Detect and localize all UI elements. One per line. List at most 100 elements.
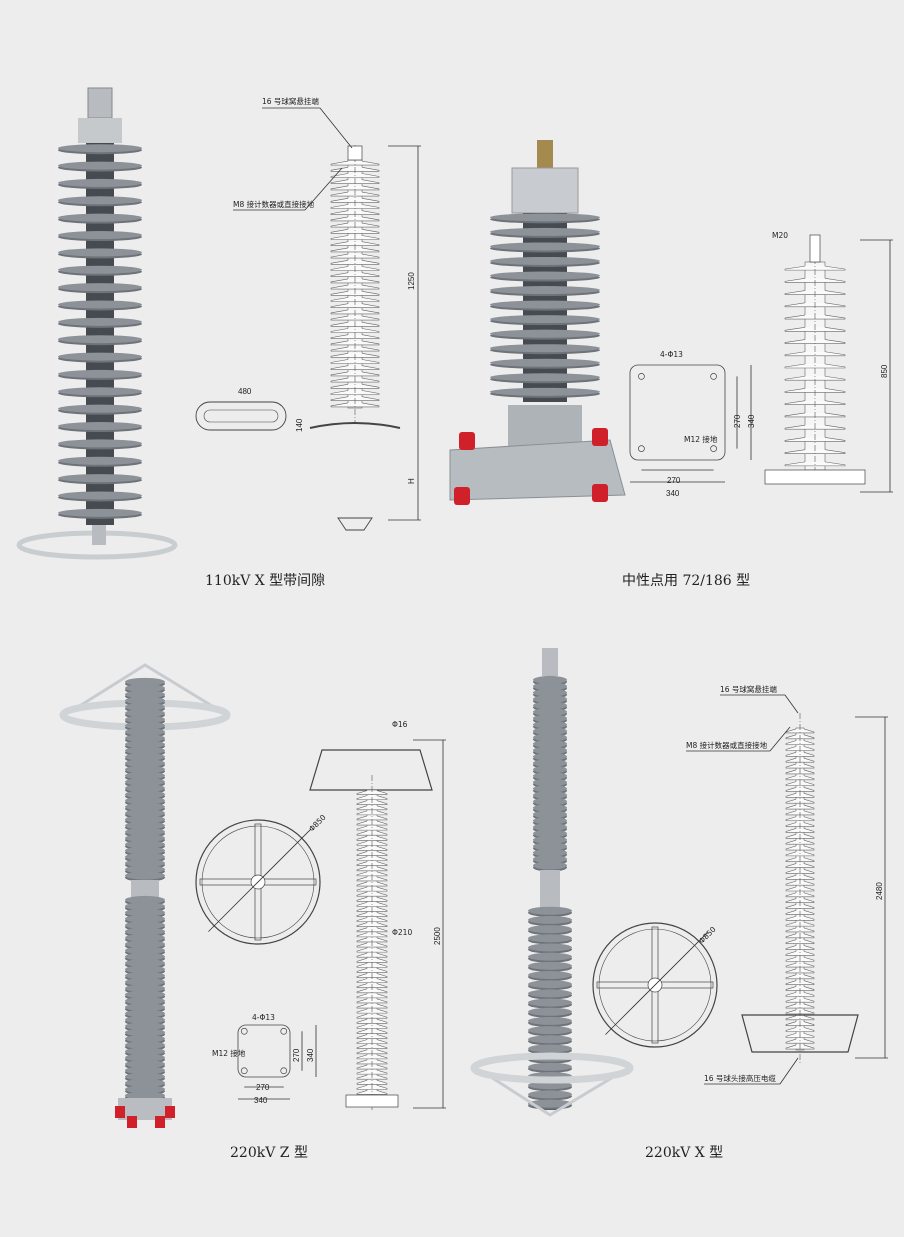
shed	[125, 765, 165, 774]
shed	[125, 1060, 165, 1069]
shed	[125, 727, 165, 736]
shed	[125, 1003, 165, 1012]
shed	[533, 861, 567, 870]
insulating-foot	[115, 1106, 125, 1118]
shed	[125, 871, 165, 880]
shed	[125, 815, 165, 824]
grading-ring-plan-inner	[201, 825, 315, 939]
shed	[528, 980, 572, 989]
shed	[533, 842, 567, 851]
drawing-shed	[784, 351, 846, 357]
shed	[490, 329, 600, 338]
drawing-shed	[356, 846, 388, 851]
shed	[125, 802, 165, 811]
dim-height: 850	[880, 364, 889, 378]
bottom-fitting	[92, 525, 106, 545]
panel-110kv-x: 16 号球窝悬挂端 M8 接计数器或直接接地 1250 480 140 H 11…	[205, 96, 416, 589]
shed	[125, 1091, 165, 1100]
shed	[490, 358, 600, 367]
drawing-shed	[330, 260, 380, 265]
caption-110kv-x: 110kV X 型带间隙	[205, 573, 325, 589]
shed	[58, 335, 142, 344]
drawing-shed	[356, 1044, 388, 1050]
shed	[125, 865, 165, 874]
shed	[58, 283, 142, 292]
insulating-foot	[592, 484, 608, 502]
shed	[533, 739, 567, 748]
grading-ring-strut	[479, 1068, 626, 1117]
base-plate	[449, 439, 626, 501]
shed	[125, 965, 165, 974]
drawing-shed	[785, 1038, 815, 1044]
shed	[533, 823, 567, 832]
drawing-shed	[330, 216, 380, 222]
insulating-foot	[454, 487, 470, 505]
shed	[125, 933, 165, 942]
label-ground: M8 接计数器或直接接地	[233, 199, 315, 209]
mounting-hole	[638, 445, 645, 452]
shed	[125, 734, 165, 743]
shed	[528, 1007, 572, 1016]
top-cap	[511, 167, 579, 214]
shed	[125, 777, 165, 786]
shed	[125, 840, 165, 849]
shed	[533, 855, 567, 864]
shed	[125, 709, 165, 718]
shed	[58, 300, 142, 309]
shed	[533, 733, 567, 742]
shed	[528, 998, 572, 1007]
drawing-shed	[356, 978, 388, 983]
drawing-shed	[784, 461, 846, 467]
drawing-shed	[785, 740, 815, 745]
shed	[528, 934, 572, 943]
shed	[125, 1034, 165, 1043]
drawing-shed	[785, 915, 815, 921]
shed	[125, 752, 165, 761]
shed	[490, 227, 600, 236]
dim-outer-w: 340	[254, 1096, 268, 1105]
dim-height: 2500	[433, 927, 442, 945]
shed	[125, 940, 165, 949]
dim-depth: 140	[295, 418, 304, 432]
gap-electrode	[309, 422, 401, 429]
shed	[125, 1015, 165, 1024]
dim-inner-h: 270	[292, 1048, 301, 1062]
shed	[528, 1026, 572, 1035]
shed	[533, 810, 567, 819]
top-fitting	[542, 648, 558, 676]
base-drawing	[764, 469, 866, 485]
insulating-foot	[459, 432, 475, 450]
mounting-hole	[280, 1027, 288, 1035]
shed	[125, 821, 165, 830]
shed	[125, 952, 165, 961]
dim-outer-h: 340	[306, 1048, 315, 1062]
shed	[58, 231, 142, 240]
grading-ring-drawing	[741, 1014, 859, 1053]
shed	[125, 927, 165, 936]
shed	[125, 852, 165, 861]
shed	[528, 925, 572, 934]
drawing-shed	[356, 912, 388, 917]
drawing-shed	[356, 891, 388, 897]
base	[118, 1098, 172, 1120]
shed	[533, 797, 567, 806]
shed	[533, 791, 567, 800]
drawing-shed	[785, 828, 815, 833]
shed	[533, 695, 567, 704]
label-holes: 4-Φ13	[252, 1013, 275, 1022]
insulating-foot	[165, 1106, 175, 1118]
shed	[58, 508, 142, 517]
label-holes: 4-Φ13	[660, 350, 683, 359]
shed	[125, 677, 165, 686]
shed	[125, 690, 165, 699]
top-flange	[78, 118, 122, 143]
bottom-cup	[337, 517, 373, 531]
shed	[533, 835, 567, 844]
drawing-shed	[330, 359, 380, 364]
shed	[490, 315, 600, 324]
drawing-shed	[785, 927, 815, 933]
shed	[125, 846, 165, 855]
shed	[533, 701, 567, 710]
insulating-foot	[127, 1116, 137, 1128]
